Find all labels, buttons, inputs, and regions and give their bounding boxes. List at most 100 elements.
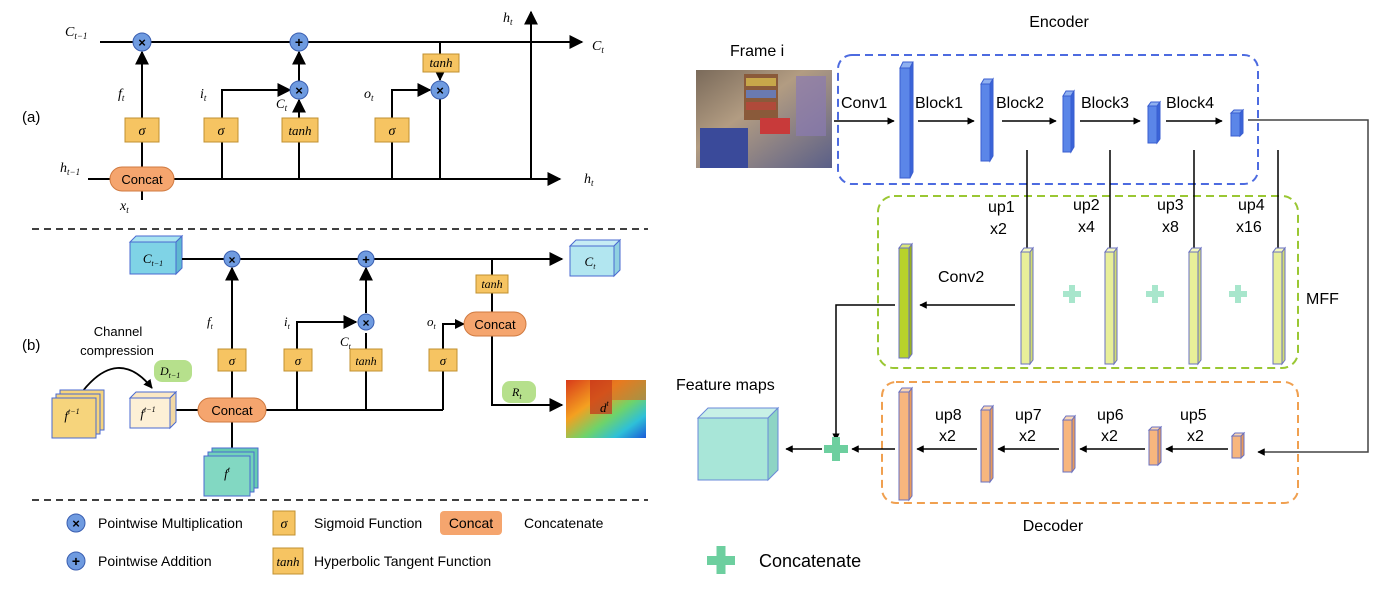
svg-text:tanh: tanh bbox=[276, 554, 299, 569]
svg-text:ot: ot bbox=[427, 314, 437, 331]
a-mult-f-icon bbox=[132, 32, 152, 52]
a-sigma-f bbox=[124, 117, 160, 143]
channel-compression-label: Channel bbox=[94, 324, 143, 339]
feature-maps-label: Feature maps bbox=[676, 377, 775, 394]
mff-section: MFF up1 x2 up2 x4 up3 x8 up4 x16 bbox=[832, 150, 1339, 441]
svg-text:ft−1: ft−1 bbox=[140, 405, 155, 421]
svg-text:σ: σ bbox=[389, 124, 397, 139]
svg-text:Concat: Concat bbox=[211, 403, 253, 418]
svg-text:σ: σ bbox=[139, 124, 147, 139]
encoder-frame bbox=[837, 54, 1259, 185]
b-c-prev-cube: Ct−1 bbox=[128, 234, 184, 276]
a-sigma-i bbox=[203, 117, 239, 143]
a-mult-i-icon bbox=[289, 80, 309, 100]
feature-maps-section: Feature maps bbox=[676, 377, 848, 482]
mff-upsample-2 bbox=[1104, 246, 1118, 366]
svg-text:tanh: tanh bbox=[429, 55, 452, 70]
encoder-block-3 bbox=[1147, 100, 1161, 145]
svg-text:x2: x2 bbox=[1187, 428, 1204, 445]
svg-text:ht: ht bbox=[503, 11, 513, 27]
svg-text:Block2: Block2 bbox=[996, 95, 1044, 112]
svg-text:up2: up2 bbox=[1073, 197, 1100, 214]
mff-to-feature-path bbox=[832, 304, 895, 441]
panel-b-label: (b) bbox=[22, 337, 40, 354]
svg-text:Ct: Ct bbox=[592, 39, 604, 55]
svg-text:tanh: tanh bbox=[481, 277, 502, 291]
svg-text:ot: ot bbox=[364, 87, 374, 103]
svg-text:σ: σ bbox=[440, 353, 447, 368]
b-i-line bbox=[296, 315, 358, 410]
feature-t-stack: ft bbox=[203, 447, 259, 497]
svg-text:Concat: Concat bbox=[121, 172, 163, 187]
b-o-line bbox=[442, 319, 465, 410]
feature-maps-cube bbox=[696, 406, 780, 482]
svg-text:dt: dt bbox=[600, 399, 610, 415]
legend-add-icon bbox=[66, 551, 86, 571]
svg-text:Concatenate: Concatenate bbox=[524, 515, 604, 531]
a-i-line bbox=[221, 83, 292, 179]
legend-concat-plus-icon bbox=[707, 546, 735, 574]
decoder-title: Decoder bbox=[1023, 518, 1084, 535]
svg-text:up8: up8 bbox=[935, 407, 962, 424]
svg-text:Ct: Ct bbox=[585, 254, 597, 271]
svg-text:ft: ft bbox=[224, 465, 231, 481]
decoder-block-up7 bbox=[980, 404, 994, 484]
svg-text:×: × bbox=[228, 253, 235, 267]
svg-text:σ: σ bbox=[229, 353, 236, 368]
mff-concat-plus-3-icon bbox=[1229, 285, 1247, 303]
legend-mult-icon bbox=[66, 513, 86, 533]
mff-conv2-block bbox=[898, 242, 913, 360]
svg-text:Rt: Rt bbox=[511, 385, 522, 401]
svg-text:+: + bbox=[72, 553, 80, 569]
b-sigma-f bbox=[217, 348, 247, 372]
svg-text:ht−1: ht−1 bbox=[60, 161, 80, 177]
decoder-block-up5 bbox=[1147, 425, 1163, 467]
svg-text:σ: σ bbox=[218, 124, 226, 139]
b-sigma-i bbox=[283, 348, 313, 372]
r-badge bbox=[502, 381, 536, 403]
b-tanh-cell-box bbox=[475, 274, 509, 294]
svg-text:ft−1: ft−1 bbox=[64, 407, 79, 423]
svg-text:Concat: Concat bbox=[449, 515, 493, 531]
b-mult-f-icon bbox=[223, 250, 241, 268]
mff-frame bbox=[877, 195, 1299, 369]
a-concat bbox=[109, 166, 175, 192]
input-frame-image bbox=[696, 70, 832, 168]
svg-text:tanh: tanh bbox=[288, 123, 311, 138]
svg-text:up4: up4 bbox=[1238, 197, 1265, 214]
a-tanh-box bbox=[281, 117, 319, 143]
frame-label: Frame i bbox=[730, 43, 784, 60]
svg-text:Block1: Block1 bbox=[915, 95, 963, 112]
svg-text:Ct: Ct bbox=[340, 334, 352, 351]
mff-concat-plus-1-icon bbox=[1063, 285, 1081, 303]
decoder-block-up6 bbox=[1062, 414, 1076, 474]
right-legend: Concatenate bbox=[707, 546, 861, 574]
svg-text:it: it bbox=[284, 314, 291, 331]
panel-a-label: (a) bbox=[22, 109, 40, 126]
svg-text:ft: ft bbox=[207, 314, 214, 331]
encoder-block-4 bbox=[1229, 108, 1245, 138]
b-concat-main bbox=[197, 397, 267, 423]
feature-prev-small: ft−1 bbox=[128, 390, 178, 430]
svg-text:tanh: tanh bbox=[355, 354, 376, 368]
svg-text:×: × bbox=[138, 35, 146, 50]
svg-text:Ct−1: Ct−1 bbox=[65, 25, 87, 41]
panel-b-convlstm: (b) Ct−1 Ct × + × bbox=[22, 234, 646, 497]
svg-text:σ: σ bbox=[295, 353, 302, 368]
b-tanh-box bbox=[349, 348, 383, 372]
svg-text:up1: up1 bbox=[988, 199, 1015, 216]
svg-text:ht: ht bbox=[584, 172, 594, 188]
svg-text:it: it bbox=[200, 87, 207, 103]
decoder-block-input bbox=[1230, 431, 1246, 460]
svg-text:Block3: Block3 bbox=[1081, 95, 1129, 112]
svg-text:x8: x8 bbox=[1162, 219, 1179, 236]
encoder-title: Encoder bbox=[1029, 14, 1089, 31]
mff-label: MFF bbox=[1306, 291, 1339, 308]
svg-text:up5: up5 bbox=[1180, 407, 1207, 424]
decoder-section: Decoder up8 x2 up7 x2 up6 x2 up5 x2 bbox=[851, 381, 1299, 535]
legend-concat-badge bbox=[440, 511, 502, 535]
svg-text:ft: ft bbox=[118, 87, 125, 103]
encoder-block-1 bbox=[980, 77, 994, 163]
depth-map: dt bbox=[566, 380, 646, 438]
a-tanh-cell-box bbox=[422, 53, 460, 73]
